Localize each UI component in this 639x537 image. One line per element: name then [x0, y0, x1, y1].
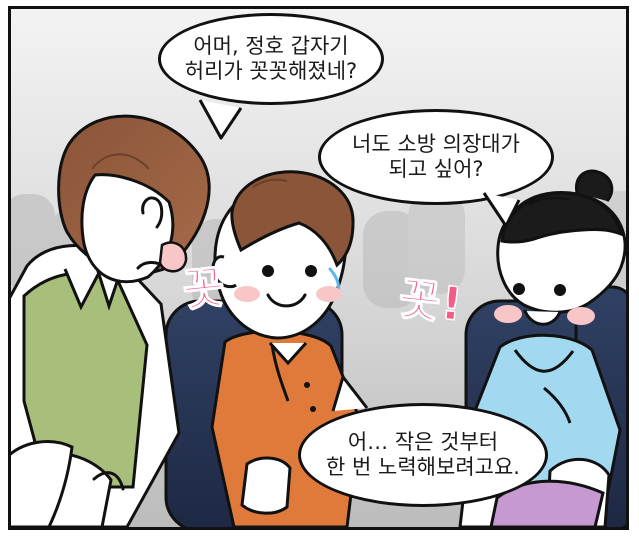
- panel-frame: 어머, 정호 갑자기 허리가 꼿꼿해졌네? 너도 소방 의장대가 되고 싶어? …: [8, 6, 629, 530]
- hairline-accents: [91, 153, 571, 205]
- speech-tail-icon: [198, 99, 243, 140]
- speech-text-top-right: 너도 소방 의장대가 되고 싶어?: [352, 132, 520, 181]
- speech-tail-icon: [482, 192, 521, 228]
- sound-effect-left: 꼿: [180, 259, 229, 318]
- woman-character: [11, 114, 211, 527]
- speech-text-top-left: 어머, 정호 갑자기 허리가 꼿꼿해졌네?: [184, 34, 358, 83]
- speech-bubble-top-right: 너도 소방 의장대가 되고 싶어?: [318, 109, 554, 205]
- speech-bubble-bottom: 어… 작은 것부터 한 번 노력해보려고요.: [298, 403, 548, 507]
- speech-text-bottom: 어… 작은 것부터 한 번 노력해보려고요.: [326, 430, 520, 479]
- bubble-tail-icon: [331, 375, 369, 412]
- sound-effect-right: 꼿!: [396, 271, 466, 332]
- speech-bubble-top-left: 어머, 정호 갑자기 허리가 꼿꼿해졌네?: [158, 13, 384, 105]
